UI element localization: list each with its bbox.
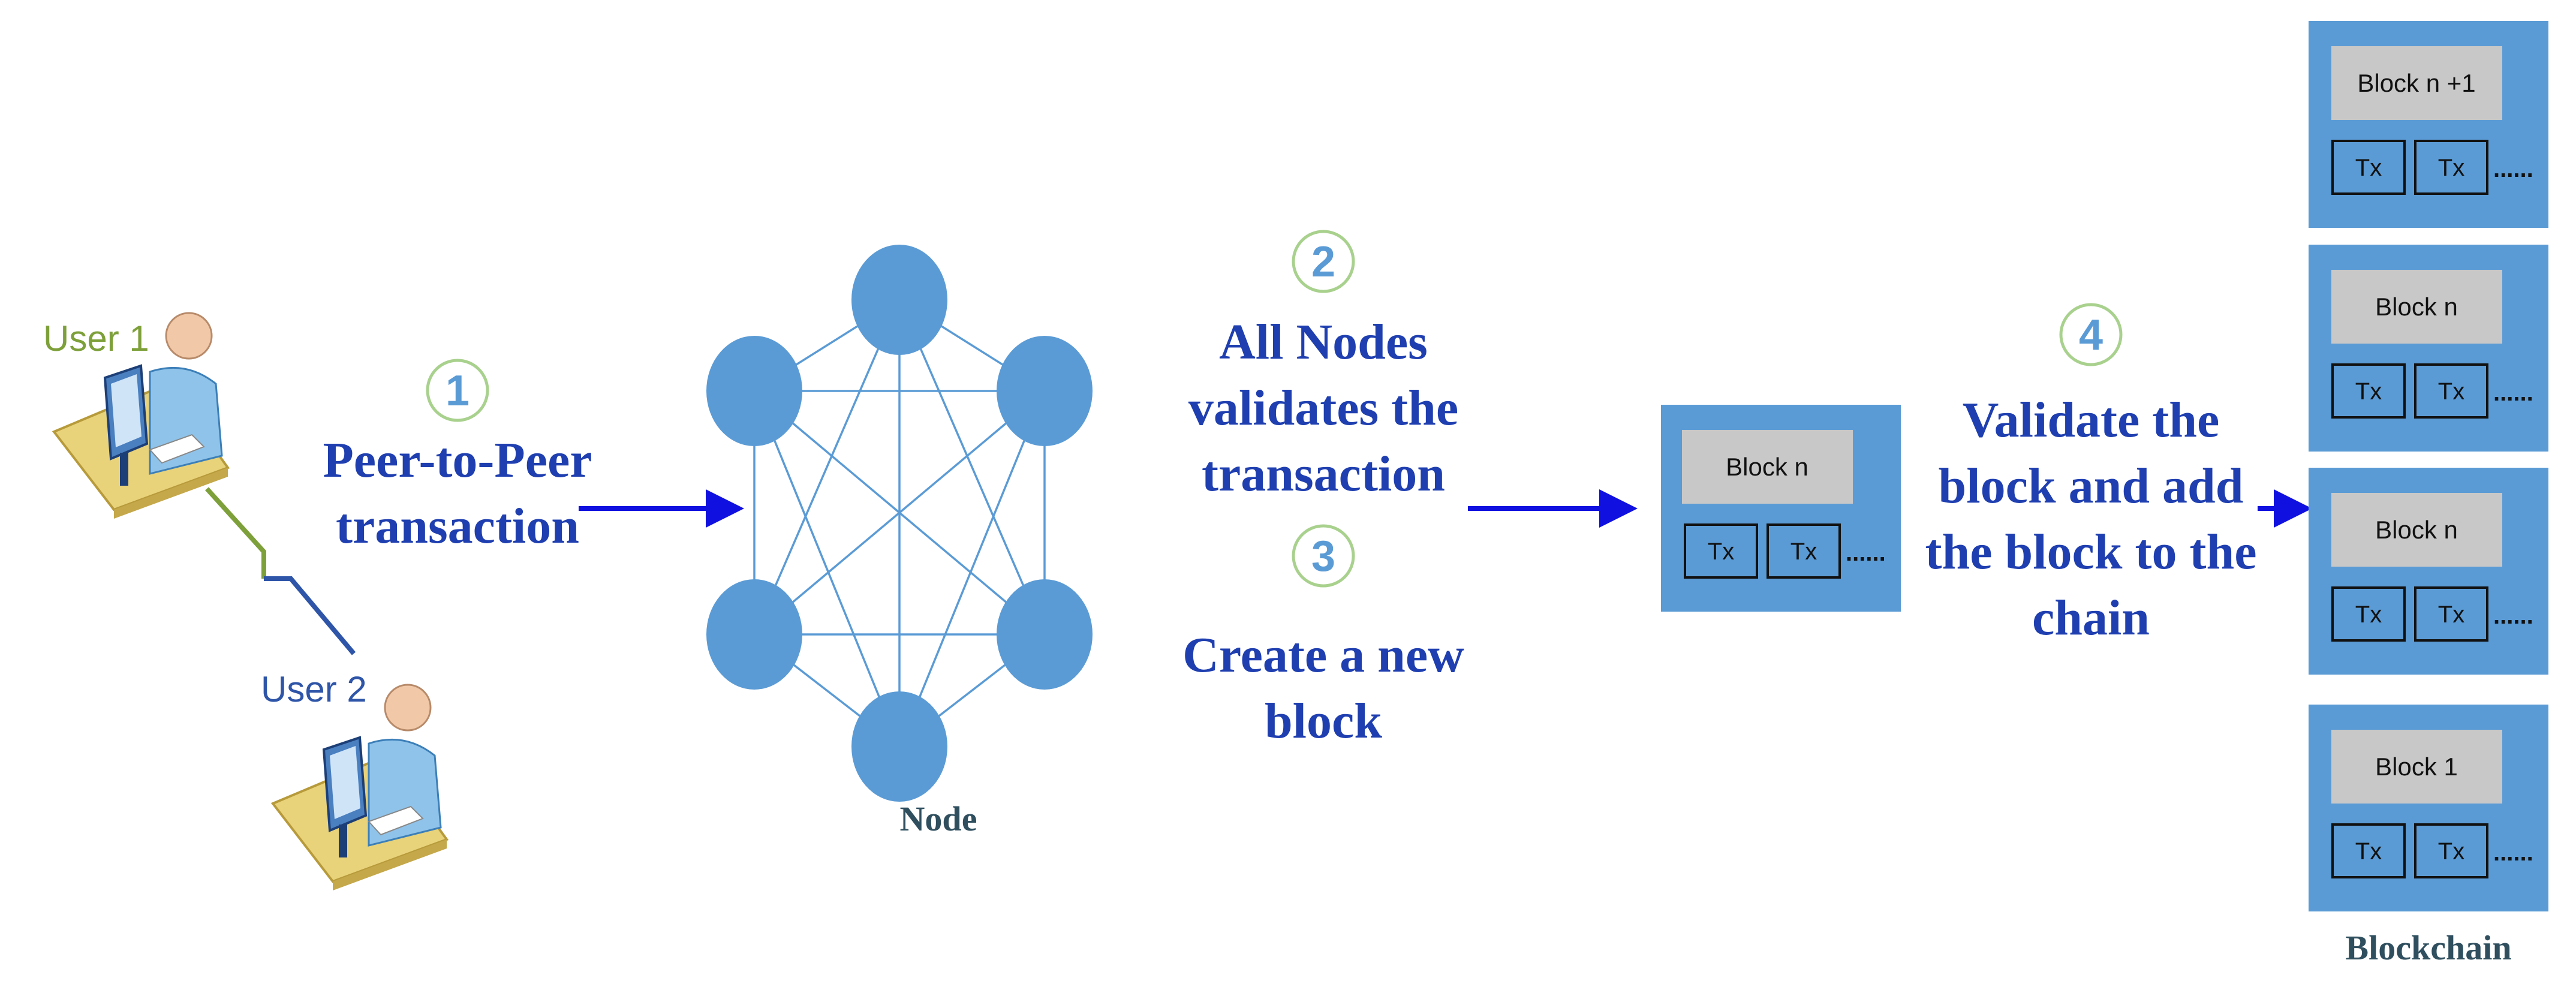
network-caption: Node: [900, 799, 977, 838]
network-node: [997, 579, 1093, 690]
chain-block-3-tx-1: Tx: [2355, 601, 2382, 628]
step-1-number: 1: [446, 367, 470, 415]
step-3-text-line-1: Create a new: [1182, 627, 1464, 683]
chain-block-4-label: Block 1: [2375, 753, 2458, 781]
network-node: [706, 336, 802, 446]
network-node: [706, 579, 802, 690]
step-2-number: 2: [1311, 238, 1335, 286]
step-2-text-line-1: All Nodes: [1219, 314, 1428, 370]
network-node: [851, 245, 947, 355]
chain-block-4-more: ......: [2493, 839, 2533, 866]
step-1-circle: [426, 359, 489, 422]
step-4-text-line-1: Validate the: [1963, 392, 2220, 448]
step-3-number: 3: [1311, 532, 1335, 580]
chain-block-3-more: ......: [2493, 603, 2533, 629]
new-block-tx-1: Tx: [1708, 538, 1734, 565]
chain-block-2-tx-2: Tx: [2438, 378, 2464, 405]
chain-block-3-label: Block n: [2375, 516, 2458, 544]
new-block-label: Block n: [1726, 453, 1808, 481]
blockchain-caption: Blockchain: [2345, 928, 2511, 967]
chain-block-1-tx-2: Tx: [2438, 155, 2464, 181]
network-edges: [753, 299, 1046, 748]
step-4-text-line-4: chain: [2032, 590, 2150, 646]
chain-block: Block n Tx Tx ......: [2309, 245, 2548, 452]
step-4-text-line-2: block and add: [1939, 458, 2244, 514]
step-4-circle: [2059, 303, 2123, 366]
user-link-line-green: [205, 487, 266, 579]
step-3-circle: [1292, 524, 1355, 588]
chain-block-1-tx-1: Tx: [2355, 155, 2382, 181]
user-2-label: User 2: [261, 669, 367, 709]
chain-block-1-more: ......: [2493, 156, 2533, 182]
step-4-text-line-3: the block to the: [1925, 524, 2257, 580]
new-block-more: ......: [1846, 540, 1886, 566]
chain-block-2-more: ......: [2493, 380, 2533, 406]
step-1-text-line-1: Peer-to-Peer: [323, 432, 592, 488]
user-1-label: User 1: [43, 318, 149, 359]
network-node: [851, 691, 947, 802]
chain-block: Block 1 Tx Tx ......: [2309, 705, 2548, 911]
step-2-text-line-2: validates the: [1188, 380, 1458, 436]
chain-block: Block n Tx Tx ......: [2309, 468, 2548, 675]
chain-block-4-tx-1: Tx: [2355, 838, 2382, 865]
chain-block-3-tx-2: Tx: [2438, 601, 2464, 628]
chain-block-2-label: Block n: [2375, 293, 2458, 321]
chain-block-1-label: Block n +1: [2357, 69, 2475, 97]
chain-block-4-tx-2: Tx: [2438, 838, 2464, 865]
step-1-text-line-2: transaction: [336, 498, 579, 554]
new-block: Block n Tx Tx ......: [1661, 405, 1901, 612]
step-4-number: 4: [2079, 311, 2103, 359]
chain-block: Block n +1 Tx Tx ......: [2309, 21, 2548, 228]
step-3-text-line-2: block: [1265, 693, 1382, 749]
user-1-icon: [52, 312, 230, 519]
step-2-circle: [1292, 230, 1355, 293]
network-node: [997, 336, 1093, 446]
step-2-text-line-3: transaction: [1202, 446, 1445, 502]
new-block-tx-2: Tx: [1790, 538, 1817, 565]
user-link-line-blue: [264, 576, 356, 655]
user-2-icon: [270, 684, 449, 890]
chain-block-2-tx-1: Tx: [2355, 378, 2382, 405]
